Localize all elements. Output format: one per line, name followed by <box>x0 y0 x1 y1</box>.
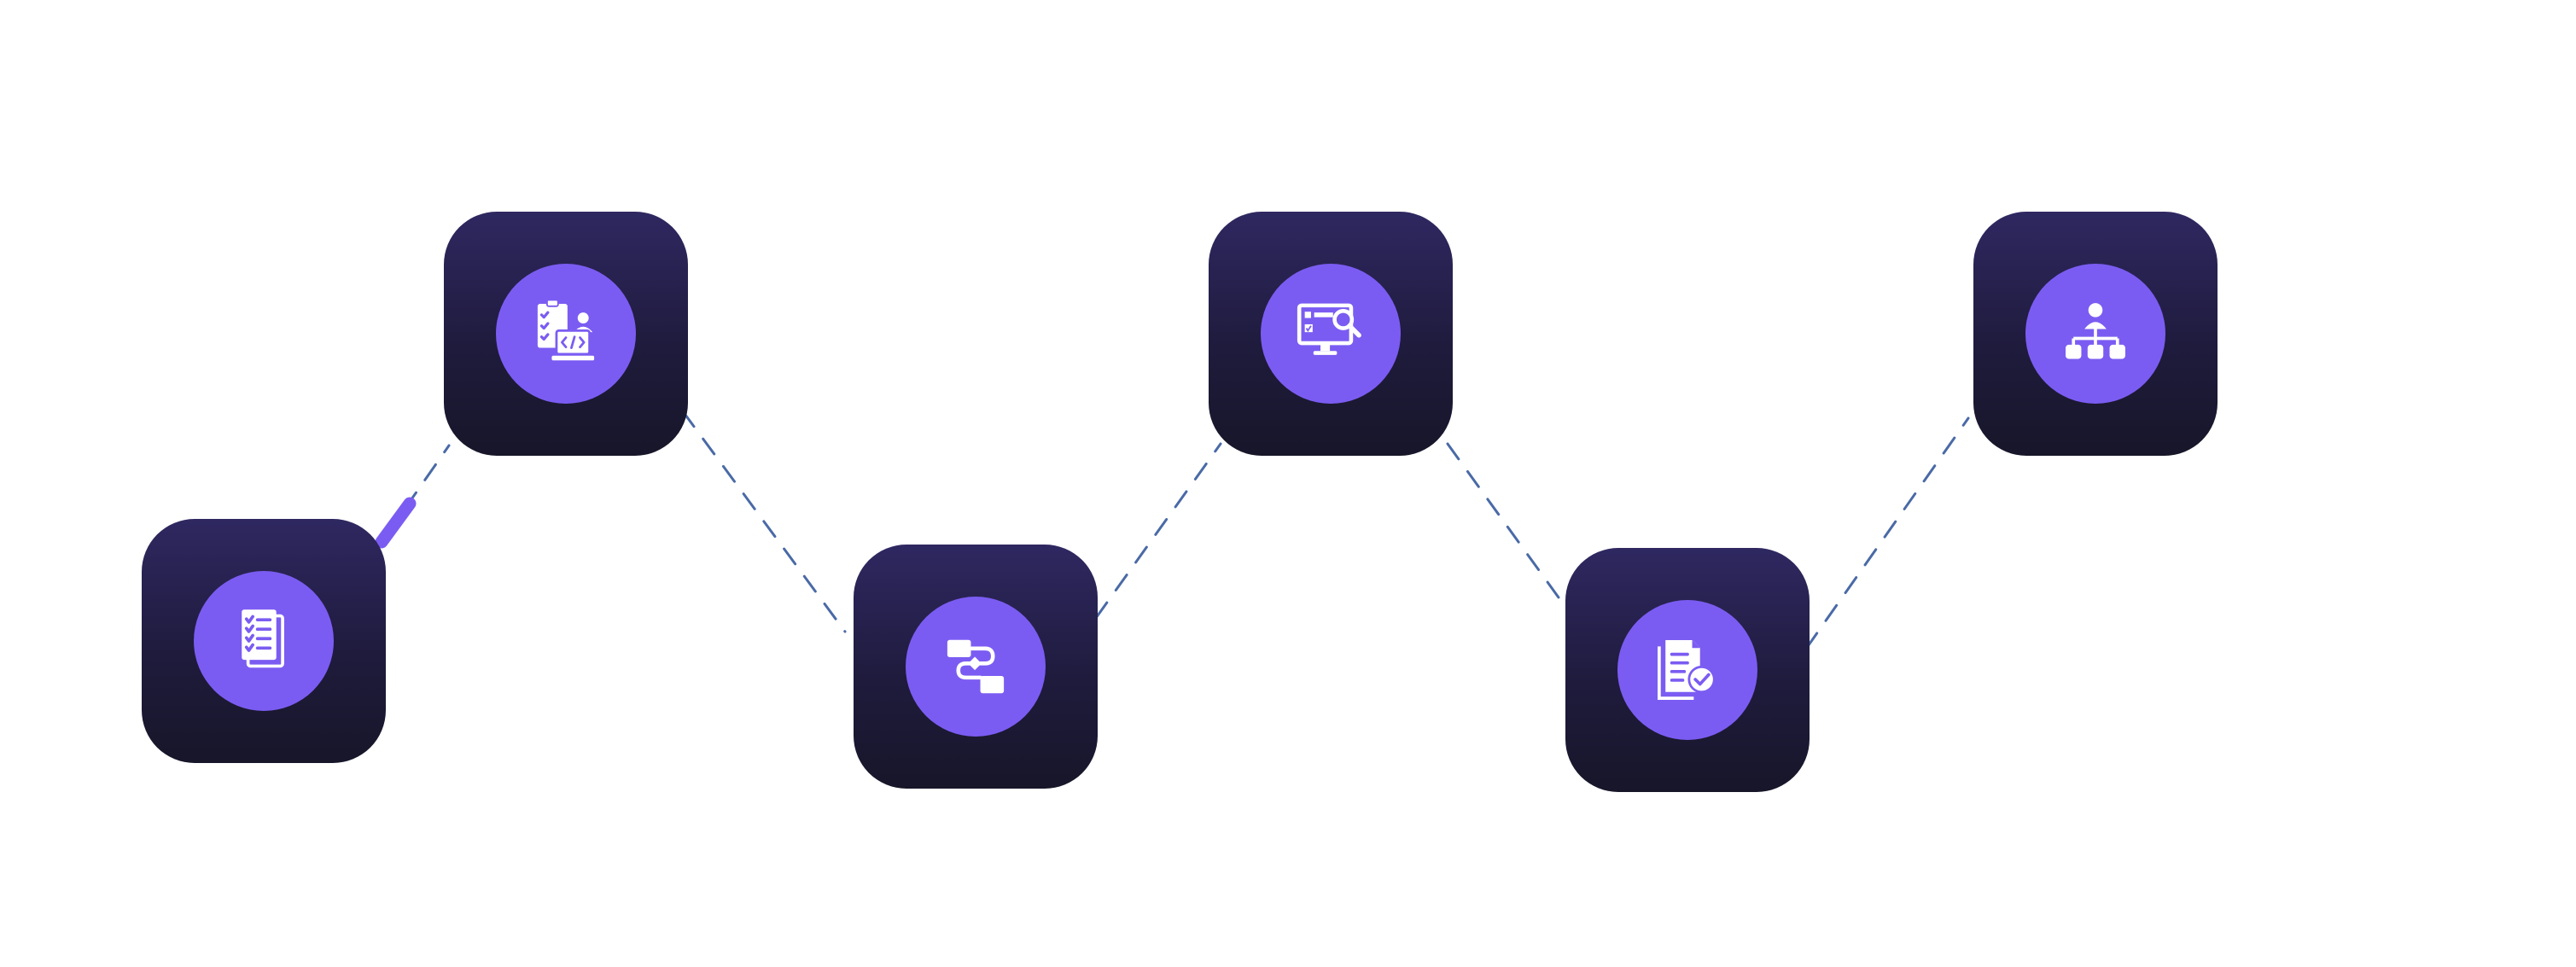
step-6-icon-disc <box>2025 264 2165 404</box>
step-1-tile <box>142 519 386 763</box>
code-review-clipboard-icon <box>537 299 595 361</box>
connector-5-6 <box>1804 417 1970 650</box>
checklist-document-icon <box>242 609 284 668</box>
document-approved-icon <box>1658 640 1716 700</box>
connector-1-2-highlight <box>375 497 417 549</box>
step-2-icon-disc <box>496 264 636 404</box>
step-5-tile <box>1565 548 1810 792</box>
step-3-icon-disc <box>906 597 1046 737</box>
step-6-tile <box>1973 212 2218 456</box>
step-5-icon-disc <box>1617 600 1757 740</box>
organization-hierarchy-icon <box>2066 303 2125 359</box>
workflow-process-icon <box>947 639 1005 694</box>
step-4-tile <box>1209 212 1453 456</box>
monitor-search-analysis-icon <box>1297 303 1361 355</box>
connector-3-4 <box>1094 442 1222 620</box>
connector-4-5 <box>1446 442 1560 599</box>
connector-2-3 <box>681 410 847 633</box>
connector-1-2 <box>384 444 451 538</box>
step-3-tile <box>854 545 1098 789</box>
step-4-icon-disc <box>1261 264 1401 404</box>
step-2-tile <box>444 212 688 456</box>
step-1-icon-disc <box>194 571 334 711</box>
